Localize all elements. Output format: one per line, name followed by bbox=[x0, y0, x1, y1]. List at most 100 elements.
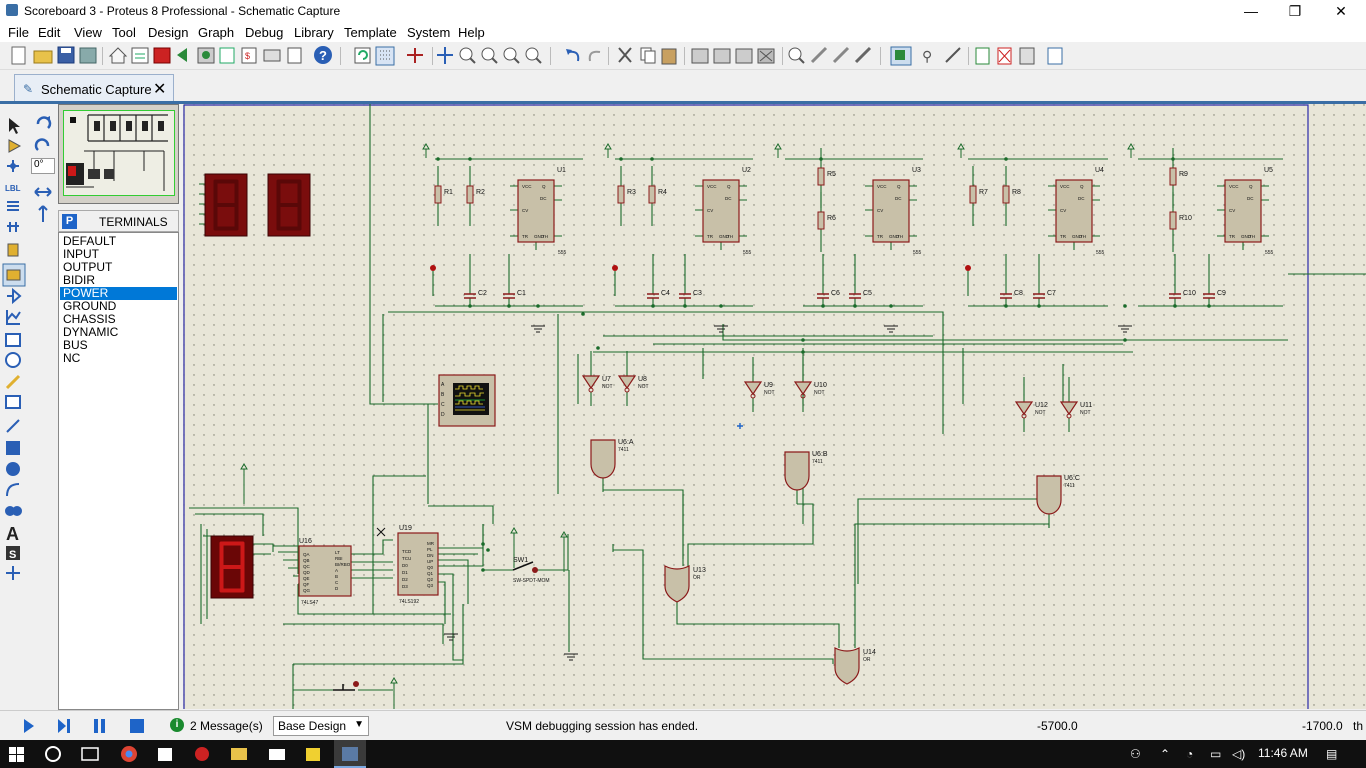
reset-button-icon[interactable] bbox=[430, 265, 436, 271]
counter-pin-label[interactable]: D2 bbox=[402, 577, 408, 582]
junction-dot-mode-icon[interactable] bbox=[7, 160, 19, 172]
and-gate-u6-c[interactable] bbox=[1036, 475, 1062, 515]
terminal-item-ground[interactable]: GROUND bbox=[63, 299, 117, 313]
junction-dot[interactable] bbox=[581, 312, 585, 316]
cut-icon[interactable] bbox=[618, 47, 632, 63]
power-terminal-icon[interactable] bbox=[604, 143, 612, 158]
not-gate-designator[interactable]: U7 bbox=[602, 376, 611, 383]
terminals-mode-icon[interactable] bbox=[2, 263, 26, 287]
timer-pin-label[interactable]: GND bbox=[719, 234, 730, 239]
proteus-taskbar-icon[interactable] bbox=[342, 747, 358, 761]
resistor-designator[interactable]: R7 bbox=[979, 189, 988, 196]
timer-part-label[interactable]: 555 bbox=[1096, 250, 1105, 256]
menu-debug[interactable]: Debug bbox=[245, 25, 284, 40]
junction-dot[interactable] bbox=[719, 304, 723, 308]
timer-pin-label[interactable]: GND bbox=[889, 234, 900, 239]
seven-segment-display-right[interactable] bbox=[267, 173, 311, 237]
counter-part-label[interactable]: 74LS192 bbox=[399, 599, 419, 605]
timer-pin-label[interactable]: GND bbox=[1072, 234, 1083, 239]
timer-pin-label[interactable]: DC bbox=[725, 196, 732, 201]
wifi-icon[interactable]: ◔ bbox=[1186, 747, 1194, 761]
refresh-icon[interactable] bbox=[354, 47, 371, 64]
menu-graph[interactable]: Graph bbox=[198, 25, 235, 40]
report-icon[interactable]: $ bbox=[241, 47, 257, 64]
switch-designator[interactable]: SW1 bbox=[513, 557, 528, 564]
timer-designator[interactable]: U1 bbox=[557, 167, 566, 174]
volume-icon[interactable]: ◁) bbox=[1232, 747, 1246, 761]
capacitor-designator[interactable]: C4 bbox=[661, 290, 670, 297]
not-gate-part-label[interactable]: NOT bbox=[638, 384, 649, 390]
resistor-r10[interactable] bbox=[1169, 211, 1177, 230]
wire-label-mode-icon[interactable]: LBL bbox=[5, 184, 21, 193]
not-gate-designator[interactable]: U9 bbox=[764, 382, 773, 389]
not-gate-designator[interactable]: U11 bbox=[1080, 402, 1092, 409]
import-icon[interactable] bbox=[79, 47, 97, 64]
decoder-pin-label[interactable]: QA bbox=[303, 552, 310, 557]
new-file-icon[interactable] bbox=[11, 46, 26, 65]
overview-viewport[interactable] bbox=[63, 110, 175, 196]
menu-help[interactable]: Help bbox=[458, 25, 485, 40]
wire-autorouter-icon[interactable] bbox=[890, 46, 912, 66]
and-gate-designator[interactable]: U6:C bbox=[1064, 475, 1080, 482]
terminal-item-bus[interactable]: BUS bbox=[63, 338, 88, 352]
decoder-pin-label[interactable]: QE bbox=[303, 576, 310, 581]
junction-dot[interactable] bbox=[1173, 304, 1177, 308]
sticky-notes-icon[interactable] bbox=[306, 748, 320, 761]
voltage-probe-mode-icon[interactable] bbox=[5, 374, 21, 390]
line-tool-icon[interactable] bbox=[6, 419, 20, 433]
ground-terminal-icon[interactable] bbox=[1118, 325, 1132, 333]
and-gate-u6-b[interactable] bbox=[784, 451, 810, 491]
timer-pin-label[interactable]: Q bbox=[1080, 184, 1084, 189]
counter-pin-label[interactable]: Q1 bbox=[427, 571, 434, 576]
junction-dot[interactable] bbox=[819, 157, 823, 161]
path-tool-icon[interactable] bbox=[5, 506, 22, 516]
make-device-icon[interactable] bbox=[810, 46, 828, 64]
terminal-item-power[interactable]: POWER bbox=[60, 287, 177, 300]
timer-pin-label[interactable]: TR bbox=[707, 234, 714, 239]
junction-dot[interactable] bbox=[1037, 304, 1041, 308]
resistor-designator[interactable]: R4 bbox=[658, 189, 667, 196]
junction-dot[interactable] bbox=[821, 304, 825, 308]
capacitor-c1[interactable] bbox=[503, 293, 515, 299]
timer-designator[interactable]: U5 bbox=[1264, 167, 1273, 174]
seven-segment-display-left[interactable] bbox=[204, 173, 248, 237]
capacitor-designator[interactable]: C1 bbox=[517, 290, 526, 297]
timer-pin-label[interactable]: VCC bbox=[1060, 184, 1070, 189]
timer-555-u5[interactable] bbox=[1224, 179, 1262, 243]
junction-dot[interactable] bbox=[801, 338, 805, 342]
capacitor-c7[interactable] bbox=[1033, 293, 1045, 299]
timer-pin-label[interactable]: TR bbox=[877, 234, 884, 239]
decoder-pin-label[interactable]: QG bbox=[303, 588, 311, 593]
timer-part-label[interactable]: 555 bbox=[558, 250, 567, 256]
mail-icon[interactable] bbox=[269, 749, 285, 760]
or-gate-designator[interactable]: U13 bbox=[693, 567, 706, 574]
junction-dot[interactable] bbox=[1123, 338, 1127, 342]
rotate-anticlockwise-icon[interactable] bbox=[34, 138, 50, 151]
chevron-up-icon[interactable]: ⌃ bbox=[1160, 747, 1171, 761]
pause-icon[interactable] bbox=[94, 719, 105, 733]
timer-part-label[interactable]: 555 bbox=[743, 250, 752, 256]
decompose-icon[interactable] bbox=[854, 46, 872, 64]
windows-start-icon[interactable] bbox=[9, 747, 24, 762]
junction-dot[interactable] bbox=[468, 304, 472, 308]
junction-dot[interactable] bbox=[683, 304, 687, 308]
junction-dot[interactable] bbox=[889, 304, 893, 308]
timer-pin-label[interactable]: CV bbox=[1060, 208, 1066, 213]
junction-dot[interactable] bbox=[650, 157, 654, 161]
decoder-pin-label[interactable]: BI/RBO bbox=[335, 562, 351, 567]
tape-recorder-mode-icon[interactable] bbox=[5, 333, 21, 347]
cursor-marker-icon[interactable] bbox=[737, 423, 743, 429]
junction-dot[interactable] bbox=[1207, 304, 1211, 308]
paste-icon[interactable] bbox=[661, 48, 677, 65]
junction-dot[interactable] bbox=[481, 568, 485, 572]
decoder-pin-label[interactable]: B bbox=[335, 574, 338, 579]
design-explorer-icon[interactable] bbox=[1047, 47, 1063, 65]
timer-pin-label[interactable]: VCC bbox=[877, 184, 887, 189]
remove-sheet-icon[interactable] bbox=[997, 47, 1012, 65]
timer-pin-label[interactable]: CV bbox=[877, 208, 883, 213]
capacitor-c4[interactable] bbox=[647, 293, 659, 299]
tab-schematic-capture[interactable]: ✎ Schematic Capture ✕ bbox=[14, 74, 174, 102]
capacitor-c5[interactable] bbox=[849, 293, 861, 299]
timer-pin-label[interactable]: Q bbox=[542, 184, 546, 189]
counter-pin-label[interactable]: Q0 bbox=[427, 565, 434, 570]
